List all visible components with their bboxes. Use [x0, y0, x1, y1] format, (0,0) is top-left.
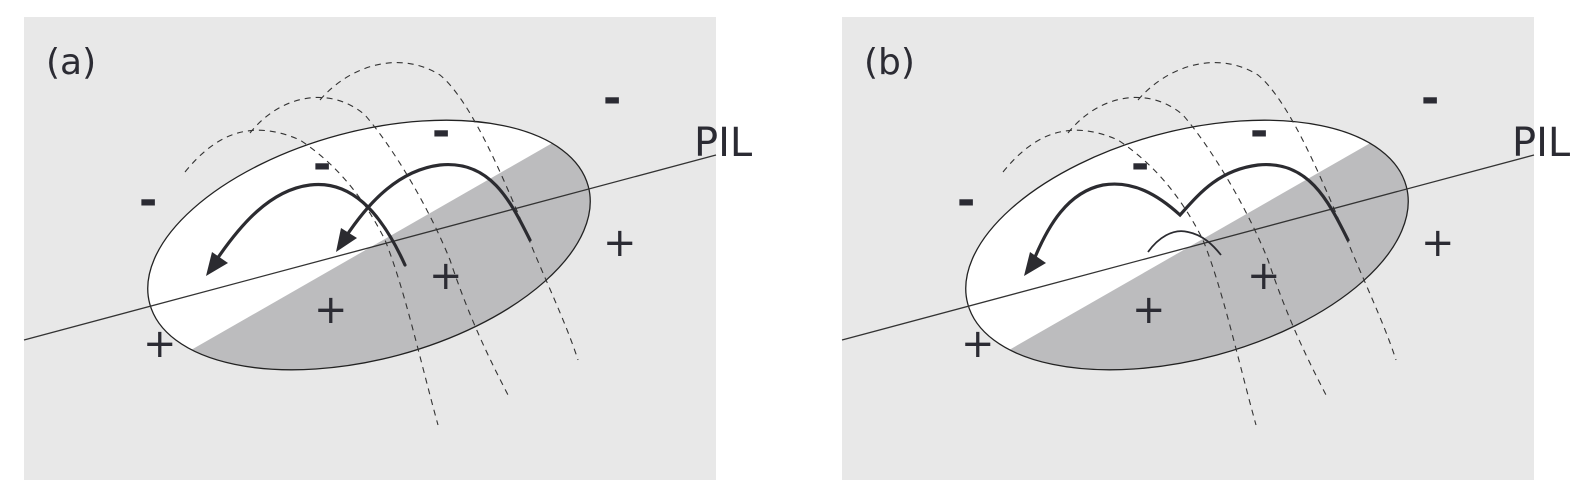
polarity-signs: - - - - + + + + [957, 73, 1455, 367]
panel-label: (b) [864, 42, 915, 83]
arrowhead [336, 228, 357, 252]
polarity-inversion-line [841, 154, 1535, 341]
pil-label: PIL [694, 120, 753, 166]
dashed-field-line [249, 96, 509, 396]
panel-b: (b) PIL - - - - + + + + [841, 17, 1571, 480]
polarity-signs: - - - - + + + + [139, 73, 637, 367]
plus-sign: + [1421, 220, 1455, 266]
plus-sign: + [603, 220, 637, 266]
plus-sign: + [429, 253, 463, 299]
minus-sign: - [1250, 106, 1268, 157]
arrowhead [206, 252, 228, 276]
plus-sign: + [1247, 253, 1281, 299]
plus-sign: + [1132, 287, 1166, 333]
polarity-inversion-line [23, 154, 717, 341]
reconnected-loop [1031, 163, 1350, 264]
minus-sign: - [957, 175, 975, 226]
sheared-loop [343, 163, 532, 242]
plus-sign: + [961, 321, 995, 367]
minus-sign: - [1421, 73, 1439, 124]
dashed-field-line [1137, 62, 1397, 361]
ellipse-region-b [965, 119, 1409, 371]
minus-sign: - [603, 73, 621, 124]
panel-label: (a) [46, 42, 96, 83]
plus-sign: + [143, 321, 177, 367]
panel-a: (a) PIL - - - - + + + + [23, 17, 753, 480]
ellipse-region-a [147, 119, 591, 371]
minus-sign: - [139, 175, 157, 226]
minus-sign: - [313, 139, 331, 190]
dashed-field-line [319, 62, 579, 361]
small-loop [1147, 230, 1222, 256]
ellipse-outline [147, 119, 591, 371]
dashed-field-line [184, 129, 439, 426]
arrowhead [1024, 252, 1046, 276]
dashed-field-line [1067, 96, 1327, 396]
dashed-field-line [1002, 129, 1257, 426]
reconnected-loops [1024, 163, 1350, 276]
pil-label: PIL [1512, 120, 1571, 166]
plus-sign: + [314, 287, 348, 333]
minus-sign: - [1131, 139, 1149, 190]
ellipse-outline [965, 119, 1409, 371]
minus-sign: - [432, 106, 450, 157]
overlying-field-lines [184, 62, 579, 426]
sheared-loops [206, 163, 532, 276]
overlying-field-lines [1002, 62, 1397, 426]
sheared-loop [213, 182, 407, 267]
